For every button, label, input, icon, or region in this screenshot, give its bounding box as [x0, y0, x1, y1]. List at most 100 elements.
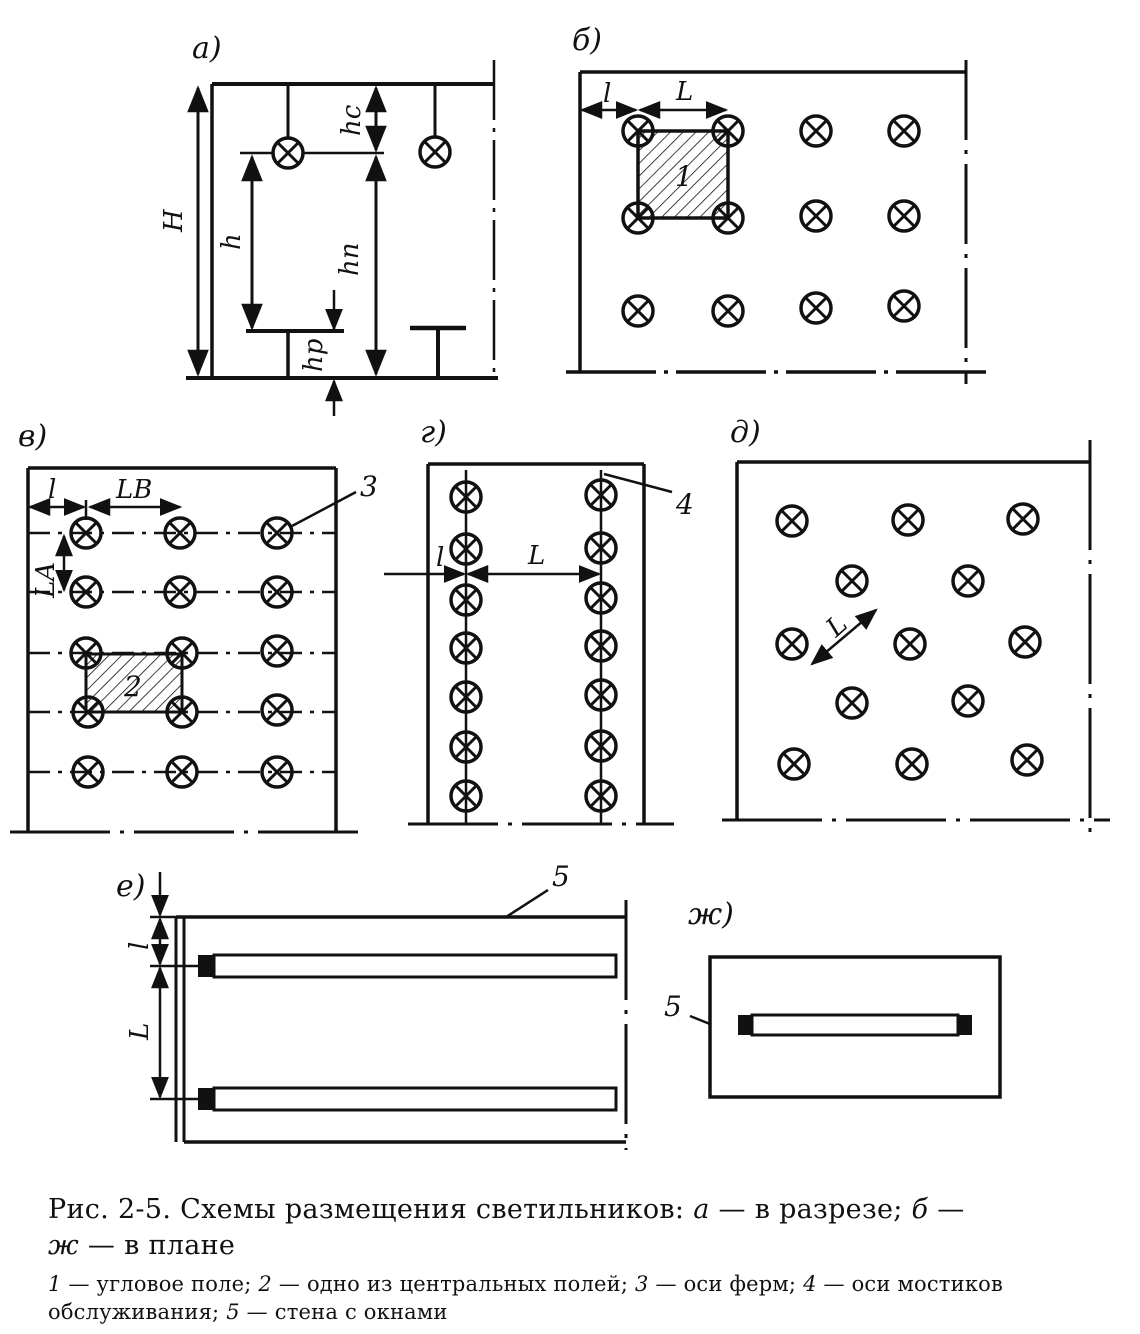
panel-g-plan: г) l L 4 — [384, 415, 694, 826]
callout-1: 1 — [675, 160, 693, 193]
luminaire-icon — [71, 755, 105, 789]
continuous-luminaire-row — [738, 1013, 972, 1037]
corner-field — [636, 129, 730, 220]
caption-title: Рис. 2-5. Схемы размещения светильников:… — [48, 1192, 1118, 1264]
legend-text: — угловое поле; — [68, 1272, 252, 1296]
luminaire-icon — [584, 478, 618, 512]
legend-number: 1 — [48, 1272, 62, 1296]
luminaire-icon — [260, 693, 294, 727]
luminaire-icon — [584, 581, 618, 615]
dim-hc-label: hc — [337, 104, 367, 136]
luminaire-icon — [584, 629, 618, 663]
luminaire-icon — [69, 575, 103, 609]
luminaire-grid — [69, 516, 294, 789]
caption-zh-text: — в плане — [87, 1230, 236, 1261]
callout-3: 3 — [360, 470, 378, 503]
panel-zh-plan: ж) 5 — [664, 897, 1002, 1099]
panel-a-section: а) H hc hп h — [159, 31, 498, 416]
luminaire-icon — [893, 627, 927, 661]
caption-legend: 1 — угловое поле; 2 — одно из центральны… — [48, 1270, 1118, 1326]
dim-LB-label: LB — [115, 475, 152, 505]
luminaire-icon — [775, 504, 809, 538]
panel-e-plan: е) 5 l L — [116, 860, 628, 1150]
row-end-cap — [198, 1088, 214, 1110]
luminaire-icon — [584, 678, 618, 712]
luminaire-icon — [887, 114, 921, 148]
legend-number: 4 — [803, 1272, 817, 1296]
luminaire-icon — [449, 583, 483, 617]
luminaire-icon — [260, 634, 294, 668]
luminaire-icon — [799, 199, 833, 233]
continuous-luminaire-row — [198, 953, 618, 979]
dim-L-label: L — [820, 609, 854, 644]
callout-5: 5 — [664, 990, 682, 1023]
continuous-luminaire-row — [198, 1086, 618, 1112]
panel-e-label: е) — [116, 869, 145, 904]
legend-number: 3 — [635, 1272, 649, 1296]
luminaire-icon — [711, 201, 745, 235]
luminaire-icon — [69, 636, 103, 670]
dim-LA-label: LA — [31, 562, 61, 599]
panel-d-label: д) — [730, 415, 761, 450]
luminaire-icon — [584, 729, 618, 763]
caption-a-text: — в разрезе; — [718, 1194, 903, 1225]
dim-L-label: L — [527, 541, 545, 571]
panel-d-plan: д) L — [722, 415, 1110, 836]
legend-text: — стена с окнами — [246, 1300, 448, 1324]
luminaire-icon — [1008, 625, 1042, 659]
caption-letter-b: б — [911, 1194, 929, 1225]
luminaire-icon — [69, 516, 103, 550]
row-end-cap — [738, 1015, 752, 1035]
leader-line — [603, 472, 673, 494]
callout-4: 4 — [675, 488, 694, 521]
truss-axes — [28, 531, 336, 774]
legend-number: 5 — [226, 1300, 240, 1324]
luminaire-icon — [621, 114, 655, 148]
row-body — [750, 1013, 960, 1037]
panel-g-label: г) — [420, 415, 447, 450]
luminaire-icon — [165, 695, 199, 729]
luminaire-icon — [777, 747, 811, 781]
luminaire-icon — [711, 114, 745, 148]
luminaire-icon — [835, 564, 869, 598]
luminaire-icon — [163, 516, 197, 550]
luminaire-icon — [418, 135, 452, 169]
luminaire-icon — [165, 755, 199, 789]
caption-heading: Схемы размещения светильников: — [180, 1194, 685, 1225]
legend-text: — одно из центральных полей; — [278, 1272, 629, 1296]
luminaire-icon — [260, 575, 294, 609]
luminaire-icon — [799, 291, 833, 325]
luminaire-icon — [1010, 743, 1044, 777]
luminaire-icon — [584, 531, 618, 565]
lighting-layout-diagram: а) H hc hп h — [10, 23, 1110, 1150]
legend-text: — оси ферм; — [655, 1272, 797, 1296]
dim-l-label: l — [125, 942, 155, 950]
luminaire-icon — [449, 730, 483, 764]
dim-L-label: L — [125, 1023, 155, 1041]
panel-zh-label: ж) — [688, 897, 734, 932]
dim-hr-label: hp — [299, 338, 329, 372]
luminaire-icon — [775, 627, 809, 661]
dim-hp-label: hп — [335, 243, 365, 277]
row-end-cap — [958, 1015, 972, 1035]
figure-caption: Рис. 2-5. Схемы размещения светильников:… — [48, 1192, 1118, 1326]
row-end-cap — [198, 955, 214, 977]
legend-number: 2 — [258, 1272, 272, 1296]
room-outline — [708, 955, 1002, 1099]
panel-v-plan: в) 2 l LB LA 3 — [10, 419, 378, 834]
luminaire-icon — [1006, 502, 1040, 536]
luminaire-icon — [584, 779, 618, 813]
dim-H-label: H — [159, 208, 189, 233]
luminaire-icon — [711, 294, 745, 328]
caption-b-text: — — [937, 1194, 965, 1225]
luminaire-icon — [799, 114, 833, 148]
luminaire-icon — [449, 480, 483, 514]
figure-number: Рис. 2-5. — [48, 1194, 172, 1225]
dim-l-label: l — [48, 475, 56, 505]
callout-5: 5 — [552, 860, 570, 893]
luminaire-icon — [621, 201, 655, 235]
luminaire-icon — [449, 779, 483, 813]
luminaire-icon — [449, 532, 483, 566]
dim-l-label: l — [603, 79, 611, 109]
luminaire-icon — [165, 636, 199, 670]
